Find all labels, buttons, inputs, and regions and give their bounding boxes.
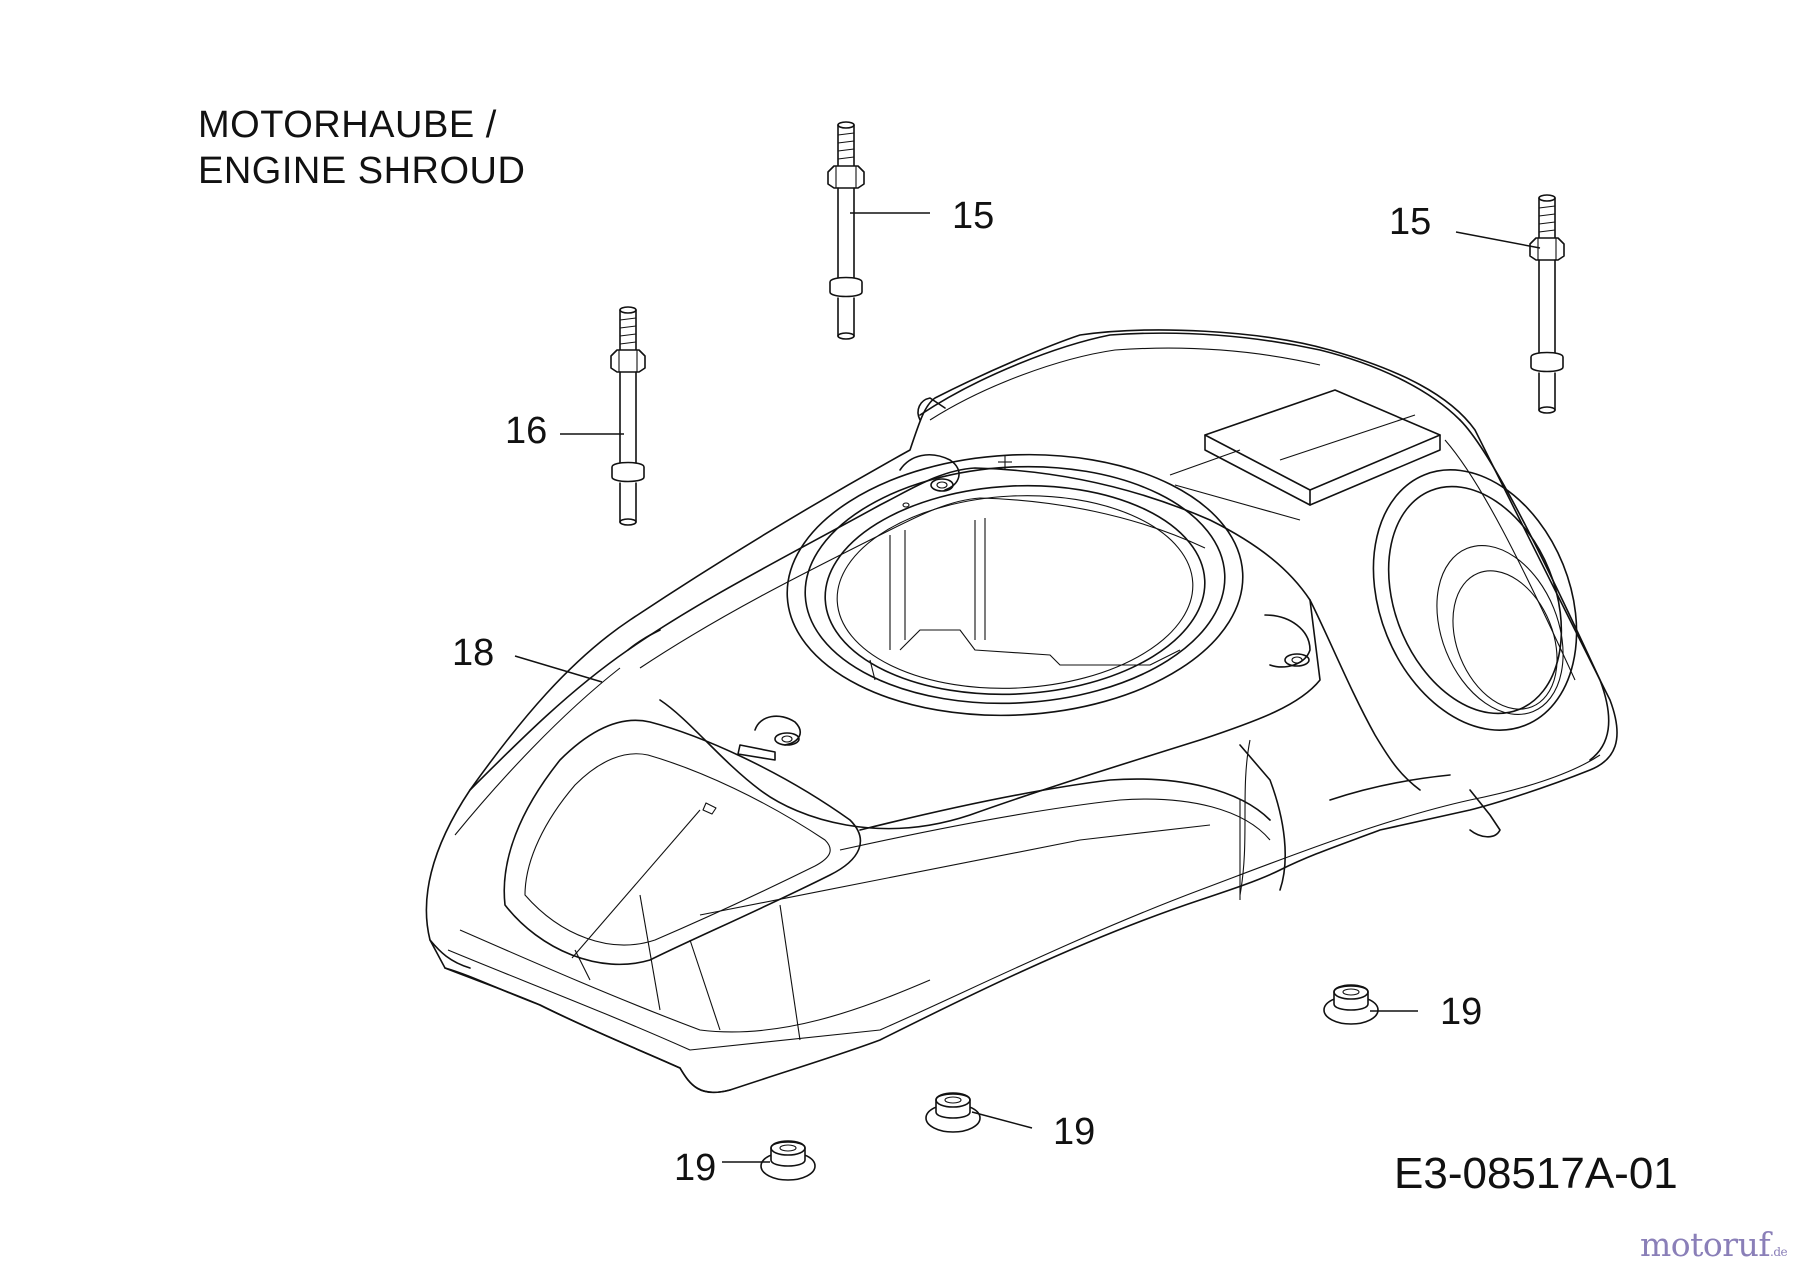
stud-bolt-15-center bbox=[827, 121, 865, 340]
engine-shroud bbox=[425, 329, 1618, 1094]
callout-19-right: 19 bbox=[1440, 991, 1483, 1033]
watermark-name: motoruf bbox=[1640, 1225, 1771, 1264]
drawing-code: E3-08517A-01 bbox=[1394, 1149, 1678, 1198]
callout-19-middle: 19 bbox=[1053, 1111, 1096, 1153]
leader-lines bbox=[514, 212, 1541, 1163]
stud-bolt-16 bbox=[610, 306, 646, 526]
leader-18 bbox=[514, 655, 603, 683]
callout-15-right: 15 bbox=[1389, 201, 1432, 243]
watermark-tld: .de bbox=[1770, 1245, 1788, 1259]
callout-19-left: 19 bbox=[674, 1147, 717, 1189]
leader-19-middle bbox=[971, 1111, 1033, 1129]
nut-19-left bbox=[760, 1140, 816, 1181]
callout-18: 18 bbox=[452, 632, 495, 674]
title-line-1: MOTORHAUBE / bbox=[198, 104, 497, 146]
callout-15-center: 15 bbox=[952, 195, 995, 237]
watermark: motoruf.de bbox=[1640, 1225, 1788, 1264]
stud-bolt-15-right bbox=[1529, 194, 1565, 414]
shroud-outer-shell bbox=[425, 329, 1618, 1094]
nut-19-middle bbox=[925, 1092, 981, 1133]
nut-19-right bbox=[1323, 984, 1379, 1025]
title-line-2: ENGINE SHROUD bbox=[198, 150, 526, 192]
callout-16: 16 bbox=[505, 410, 548, 452]
leader-15-right bbox=[1455, 231, 1541, 249]
